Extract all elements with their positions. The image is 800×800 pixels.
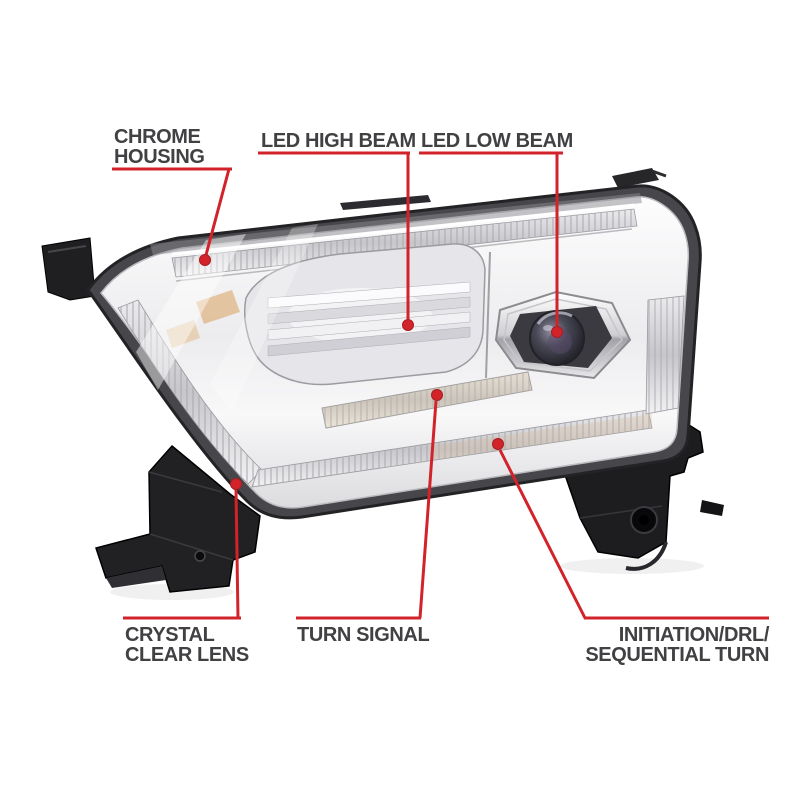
label-line: LED LOW BEAM	[421, 130, 573, 152]
label-crystal-clear-lens: CRYSTAL CLEAR LENS	[125, 625, 249, 665]
turn-signal-callout	[296, 389, 443, 620]
led-high-beam-point-marker	[402, 319, 414, 331]
label-initiation-drl-sequential-turn: INITIATION/DRL/ SEQUENTIAL TURN	[585, 625, 769, 665]
turn-signal-strip	[321, 371, 533, 429]
label-line: CHROME	[114, 126, 201, 148]
label-line: TURN SIGNAL	[297, 624, 430, 646]
high-beam-reflector	[243, 243, 491, 386]
led-low-beam-callout	[419, 151, 563, 338]
chrome-housing-point-marker	[199, 254, 211, 266]
crystal-clear-lens-point-marker	[230, 478, 242, 490]
led-low-beam-leader-line	[419, 151, 563, 326]
initiation-drl-leader-line	[498, 449, 769, 620]
crystal-clear-lens-callout	[123, 478, 242, 620]
shadow-right	[560, 558, 704, 574]
turn-signal-leader-line	[296, 400, 438, 620]
crystal-clear-lens-leader-line	[123, 489, 241, 620]
adjuster-pin	[700, 500, 724, 516]
label-led-low-beam: LED LOW BEAM	[421, 131, 573, 151]
amber-reflector	[166, 290, 240, 348]
label-line: CLEAR LENS	[125, 644, 249, 666]
mounting-tab-left	[41, 237, 96, 301]
bracket-screw	[194, 550, 206, 562]
low-beam-projector	[494, 290, 632, 380]
label-line: LED HIGH BEAM	[261, 130, 416, 152]
mounting-bracket-left	[95, 444, 261, 593]
label-line: SEQUENTIAL TURN	[585, 644, 769, 666]
initiation-drl-callout	[492, 438, 769, 620]
led-high-beam-callout	[258, 151, 414, 331]
top-chrome-edge	[150, 193, 642, 255]
label-turn-signal: TURN SIGNAL	[297, 624, 430, 646]
top-right-fin	[612, 168, 667, 188]
label-line: CRYSTAL	[125, 624, 215, 646]
label-led-high-beam: LED HIGH BEAM	[261, 131, 416, 151]
side-reflector-strip	[645, 295, 685, 415]
lens-gloss	[136, 224, 318, 412]
chrome-housing-leader-line	[112, 167, 232, 256]
label-line: INITIATION/DRL/	[618, 624, 770, 646]
led-low-beam-point-marker	[551, 326, 563, 338]
turn-signal-point-marker	[431, 389, 443, 401]
wire-pigtail	[625, 541, 668, 571]
chrome-housing-callout	[112, 167, 232, 266]
led-high-beam-leader-line	[258, 151, 410, 319]
initiation-drl-point-marker	[492, 438, 504, 450]
label-line: HOUSING	[114, 146, 205, 168]
label-chrome-housing: CHROME HOUSING	[114, 127, 205, 167]
bottom-drl-sequential-bar	[251, 409, 653, 488]
